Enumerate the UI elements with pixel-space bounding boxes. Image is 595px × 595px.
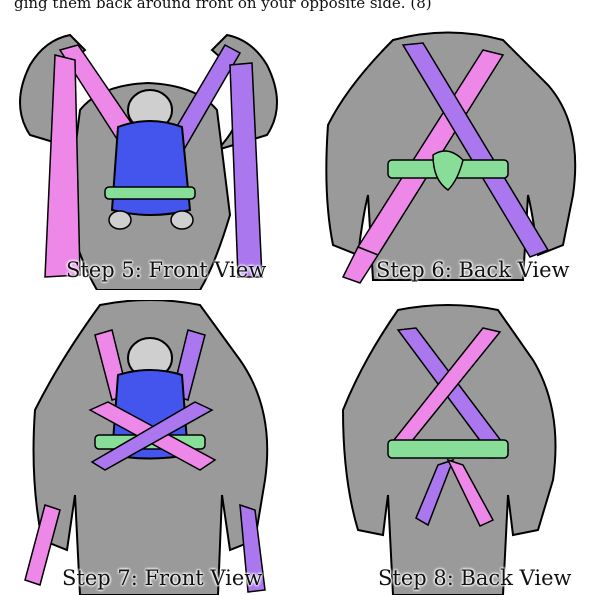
baby-leg-left [109, 211, 131, 229]
step-8-label: Step 8: Back View [378, 566, 572, 590]
step-8-illustration [298, 300, 595, 595]
waistband [388, 440, 508, 458]
step-6-label: Step 6: Back View [376, 258, 570, 282]
step-7-illustration [0, 300, 297, 595]
step-7-label: Step 7: Front View [62, 566, 262, 590]
baby-leg-right [171, 211, 193, 229]
waistband [105, 187, 195, 199]
step-7-panel: Step 7: Front View [0, 300, 297, 595]
step-5-label: Step 5: Front View [66, 258, 266, 282]
step-5-illustration [0, 15, 297, 290]
step-6-illustration [298, 15, 595, 290]
carrier-panel [112, 121, 190, 215]
step-6-panel: Step 6: Back View [298, 15, 595, 290]
step-5-panel: Step 5: Front View [0, 15, 297, 290]
instruction-caption: ging them back around front on your oppo… [14, 0, 432, 12]
step-8-panel: Step 8: Back View [298, 300, 595, 595]
